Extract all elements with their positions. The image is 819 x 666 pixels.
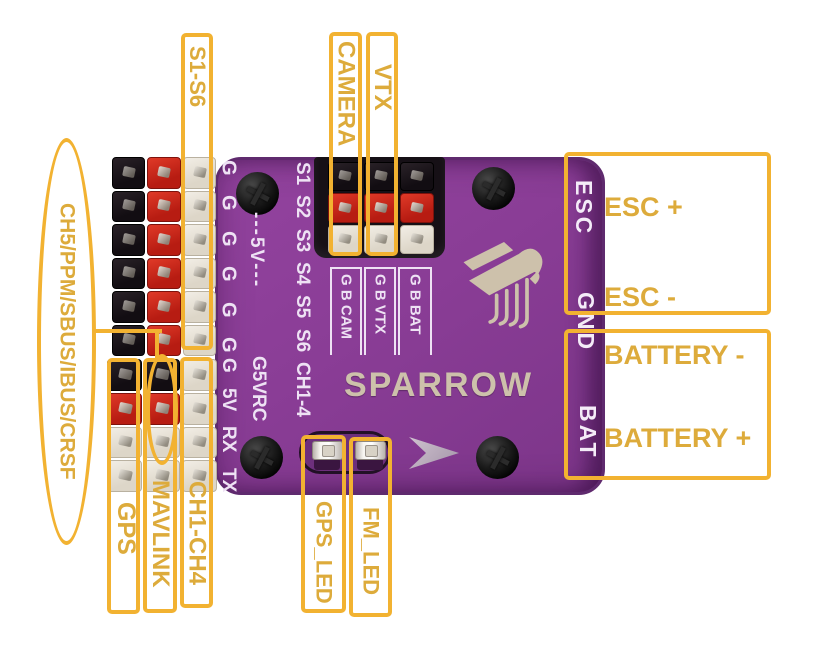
callout-label-battery-plus: BATTERY + <box>604 423 752 453</box>
pin-black <box>112 257 146 289</box>
callout-gps: GPS <box>107 358 140 614</box>
callout-label-battery-minus: BATTERY - <box>604 340 745 370</box>
gnd-pad-label: GND <box>573 292 599 353</box>
bat-pad-label: BAT <box>575 405 601 460</box>
callout-ch5-ppm-sbus-ibus-crsf: CH5/PPM/SBUS/IBUS/CRSF <box>37 138 96 545</box>
callout-label-esc-minus: ESC - <box>604 282 677 312</box>
silkscreen-label: S4 <box>292 262 313 286</box>
silkscreen-bat-box: G B BAT <box>398 267 432 355</box>
silkscreen-label: G <box>217 337 240 353</box>
pin-black <box>112 291 146 323</box>
bat-box-label: G B BAT <box>406 274 424 335</box>
silkscreen-label: G <box>217 160 240 176</box>
silkscreen-label: RX <box>218 426 239 453</box>
callout-connector-line <box>94 329 162 333</box>
silkscreen-uart-column: G 5V RX TX <box>217 358 239 492</box>
sparrow-bird-logo-icon <box>463 242 543 329</box>
silkscreen-5v-rail: ---5V--- <box>246 212 267 289</box>
screw-icon <box>236 172 279 215</box>
pin-red <box>147 257 181 289</box>
callout-label: MAVLINK <box>147 480 174 588</box>
esc-pad-label: ESC <box>571 180 597 237</box>
gps-led-chip-icon <box>312 441 343 460</box>
pin-red <box>147 291 181 323</box>
silkscreen-label: G <box>218 358 239 373</box>
silkscreen-label: G <box>217 301 240 318</box>
silkscreen-ch-port: CH1-4 <box>292 362 313 417</box>
callout-ch1-ch4: CH1-CH4 <box>180 357 213 608</box>
pin-red <box>147 224 181 256</box>
pin-black <box>112 224 146 256</box>
silkscreen-label: S2 <box>292 195 313 219</box>
silkscreen-label: 5V <box>218 387 239 412</box>
silkscreen-gps-port: G5VRC <box>248 356 269 422</box>
callout-gps-led: GPS_LED <box>301 435 346 613</box>
pin-red <box>328 193 362 223</box>
silkscreen-label: TX <box>218 467 239 492</box>
callout-camera: CAMERA <box>329 32 362 256</box>
callout-label: FM_LED <box>358 507 384 595</box>
callout-label: CH1-CH4 <box>183 481 211 586</box>
led-pads <box>314 458 340 470</box>
callout-battery <box>564 329 771 480</box>
callout-label-esc-plus: ESC + <box>604 192 683 222</box>
pin-black <box>112 190 146 222</box>
silkscreen-label: G <box>217 266 240 283</box>
callout-connector-line <box>155 329 159 358</box>
screw-icon <box>472 167 515 210</box>
fm-led-chip-icon <box>355 441 386 460</box>
silkscreen-cam-box: G B CAM <box>330 267 362 355</box>
callout-label: VTX <box>369 64 396 111</box>
screw-icon <box>240 436 283 479</box>
silkscreen-vtx-box: G B VTX <box>364 267 396 355</box>
callout-fm-led: FM_LED <box>349 437 392 617</box>
silkscreen-label: S1 <box>292 162 313 186</box>
callout-label: GPS <box>112 501 140 555</box>
callout-label: CH5/PPM/SBUS/IBUS/CRSF <box>55 203 79 480</box>
silkscreen-label: S3 <box>292 228 313 252</box>
pin-red <box>147 190 181 222</box>
pin-black <box>112 157 146 189</box>
pin-black <box>400 162 434 192</box>
silkscreen-ground-column: G G G G G G <box>217 160 240 353</box>
callout-label: GPS_LED <box>311 501 337 604</box>
board-name: SPARROW <box>344 366 534 404</box>
pin-white <box>400 224 434 254</box>
cam-box-label: G B CAM <box>337 274 355 339</box>
callout-label: CAMERA <box>332 41 360 147</box>
screw-icon <box>476 436 519 479</box>
callout-vtx: VTX <box>366 32 398 256</box>
pin-red <box>147 157 181 189</box>
silkscreen-label: G <box>217 195 240 212</box>
led-pads <box>357 458 383 470</box>
pin-red <box>400 193 434 223</box>
vtx-box-label: G B VTX <box>371 274 389 335</box>
callout-esc <box>564 152 771 315</box>
callout-mavlink: MAVLINK <box>143 358 177 613</box>
silkscreen-label: S5 <box>292 295 313 319</box>
silkscreen-label: S6 <box>292 328 313 352</box>
callout-s1-s6: S1-S6 <box>181 33 213 350</box>
silkscreen-label: G <box>217 230 240 247</box>
callout-label: S1-S6 <box>185 46 210 108</box>
